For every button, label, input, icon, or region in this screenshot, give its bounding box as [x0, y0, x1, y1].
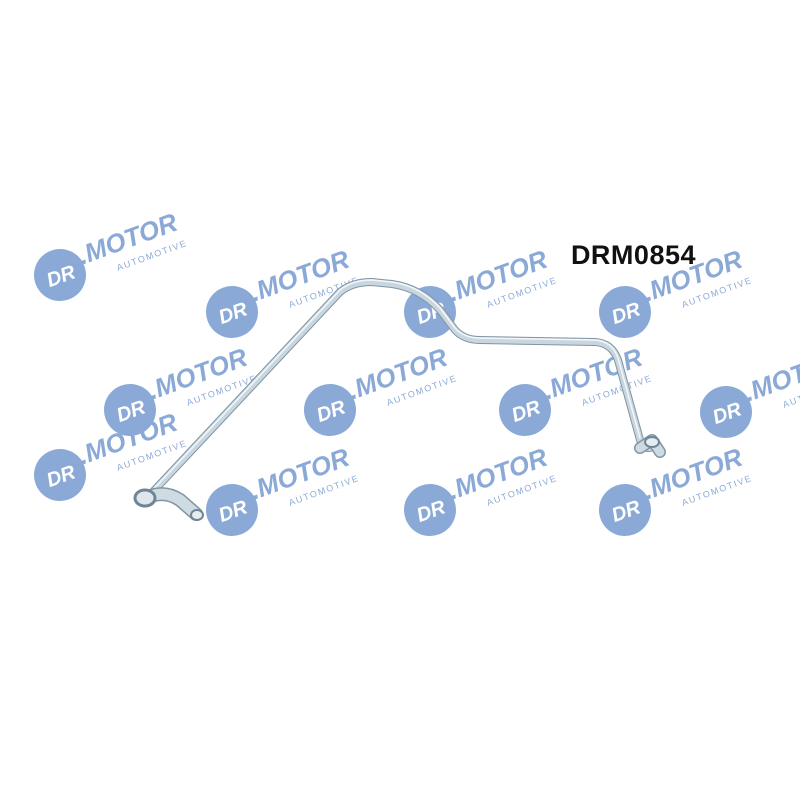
product-code: DRM0854	[570, 240, 696, 270]
oil-pipe	[133, 278, 666, 521]
